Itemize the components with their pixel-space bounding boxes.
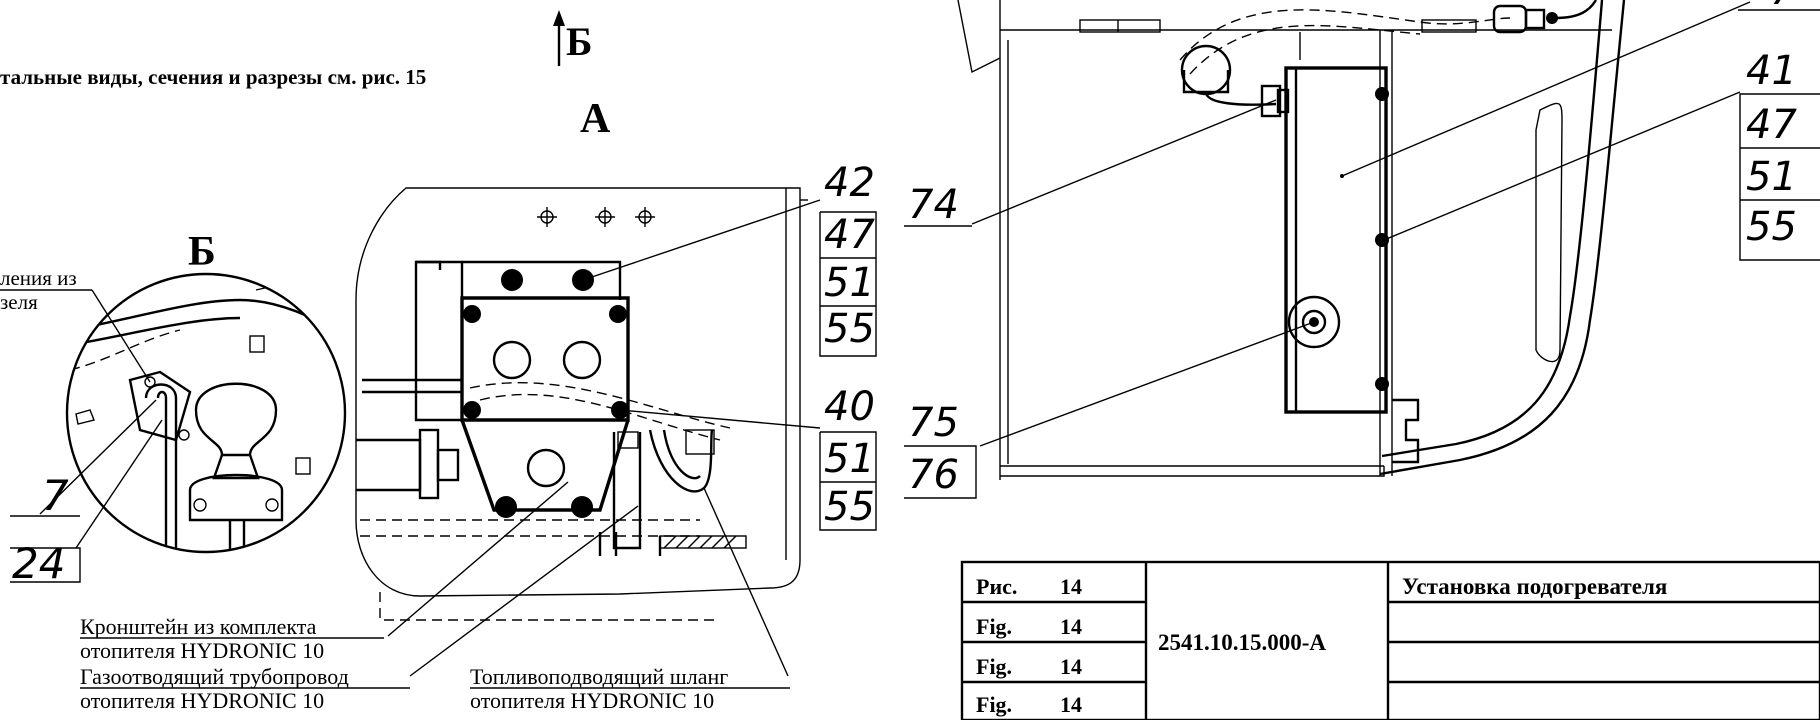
side-view xyxy=(957,0,1751,480)
detail-note-line-1: ления из xyxy=(0,266,77,290)
fuel-note-1: Топливоподводящий шланг xyxy=(470,664,728,689)
gas-note-2: отопителя HYDRONIC 10 xyxy=(80,688,324,713)
title-row-num: 14 xyxy=(1060,614,1082,639)
callout-stack-40: 40 51 55 xyxy=(819,384,877,531)
fuel-note-2: отопителя HYDRONIC 10 xyxy=(470,688,714,713)
callout-7-detail: 7 xyxy=(42,471,69,520)
title-row-label: Fig. xyxy=(976,614,1012,639)
callout-stack-42: 42 47 51 55 xyxy=(819,160,877,357)
title-row-label: Fig. xyxy=(976,654,1012,679)
bracket-note-1: Кронштейн из комплекта xyxy=(80,614,317,639)
drawing-title: Установка подогревателя xyxy=(1402,574,1667,599)
callout-75: 75 xyxy=(908,400,959,446)
arrow-label-b: Б xyxy=(566,19,592,64)
title-row-num: 14 xyxy=(1060,574,1082,599)
title-row-label: Fig. xyxy=(976,692,1012,717)
callout-55: 55 xyxy=(824,484,875,530)
callout-7-top: 7 xyxy=(1770,0,1796,14)
view-a xyxy=(355,187,821,677)
bracket-note-2: отопителя HYDRONIC 10 xyxy=(80,638,324,663)
gas-note-1: Газоотводящий трубопровод xyxy=(80,664,349,689)
view-a-label: А xyxy=(580,96,611,142)
callout-55: 55 xyxy=(824,306,875,352)
callout-41: 41 xyxy=(1746,48,1797,94)
detail-note-line-2: зеля xyxy=(0,290,38,314)
detail-b-label: Б xyxy=(188,229,216,275)
callout-55: 55 xyxy=(1746,204,1797,250)
callout-stack-41: 41 47 51 55 xyxy=(1738,9,1820,261)
callout-47: 47 xyxy=(1746,102,1797,148)
callout-24: 24 xyxy=(12,539,65,588)
callout-47: 47 xyxy=(824,212,875,258)
callout-74: 74 xyxy=(908,182,959,228)
title-row-num: 14 xyxy=(1060,654,1082,679)
title-row-label: Рис. xyxy=(976,574,1017,599)
callout-51: 51 xyxy=(824,260,875,306)
document-code: 2541.10.15.000-А xyxy=(1158,630,1326,655)
callout-40: 40 xyxy=(824,384,875,430)
title-block xyxy=(960,560,1820,720)
see-figure-note: тальные виды, сечения и разрезы см. рис.… xyxy=(0,65,426,89)
detail-b-view xyxy=(39,272,347,554)
callout-51: 51 xyxy=(1746,154,1797,200)
view-direction-arrow xyxy=(553,10,565,66)
callout-76: 76 xyxy=(908,452,959,498)
title-row-num: 14 xyxy=(1060,692,1082,717)
callout-51: 51 xyxy=(824,436,875,482)
callout-42: 42 xyxy=(824,160,875,206)
